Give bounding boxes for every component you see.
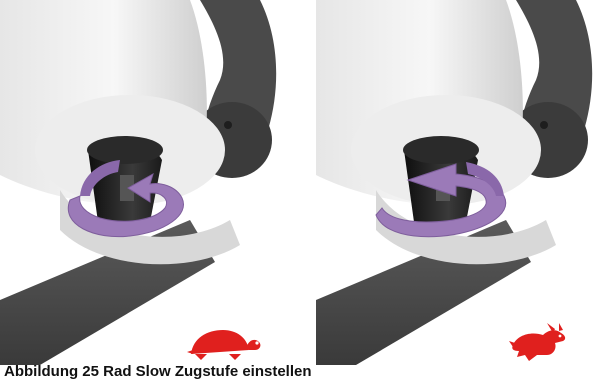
illustration-panel-slow xyxy=(0,0,290,365)
illustration-panel-fast xyxy=(316,0,606,365)
figure-caption: Abbildung 25 Rad Slow Zugstufe einstelle… xyxy=(4,363,312,380)
fork-illustration-right xyxy=(316,0,606,365)
turtle-icon xyxy=(185,326,265,362)
rabbit-icon xyxy=(507,323,573,363)
fork-illustration-left xyxy=(0,0,290,365)
